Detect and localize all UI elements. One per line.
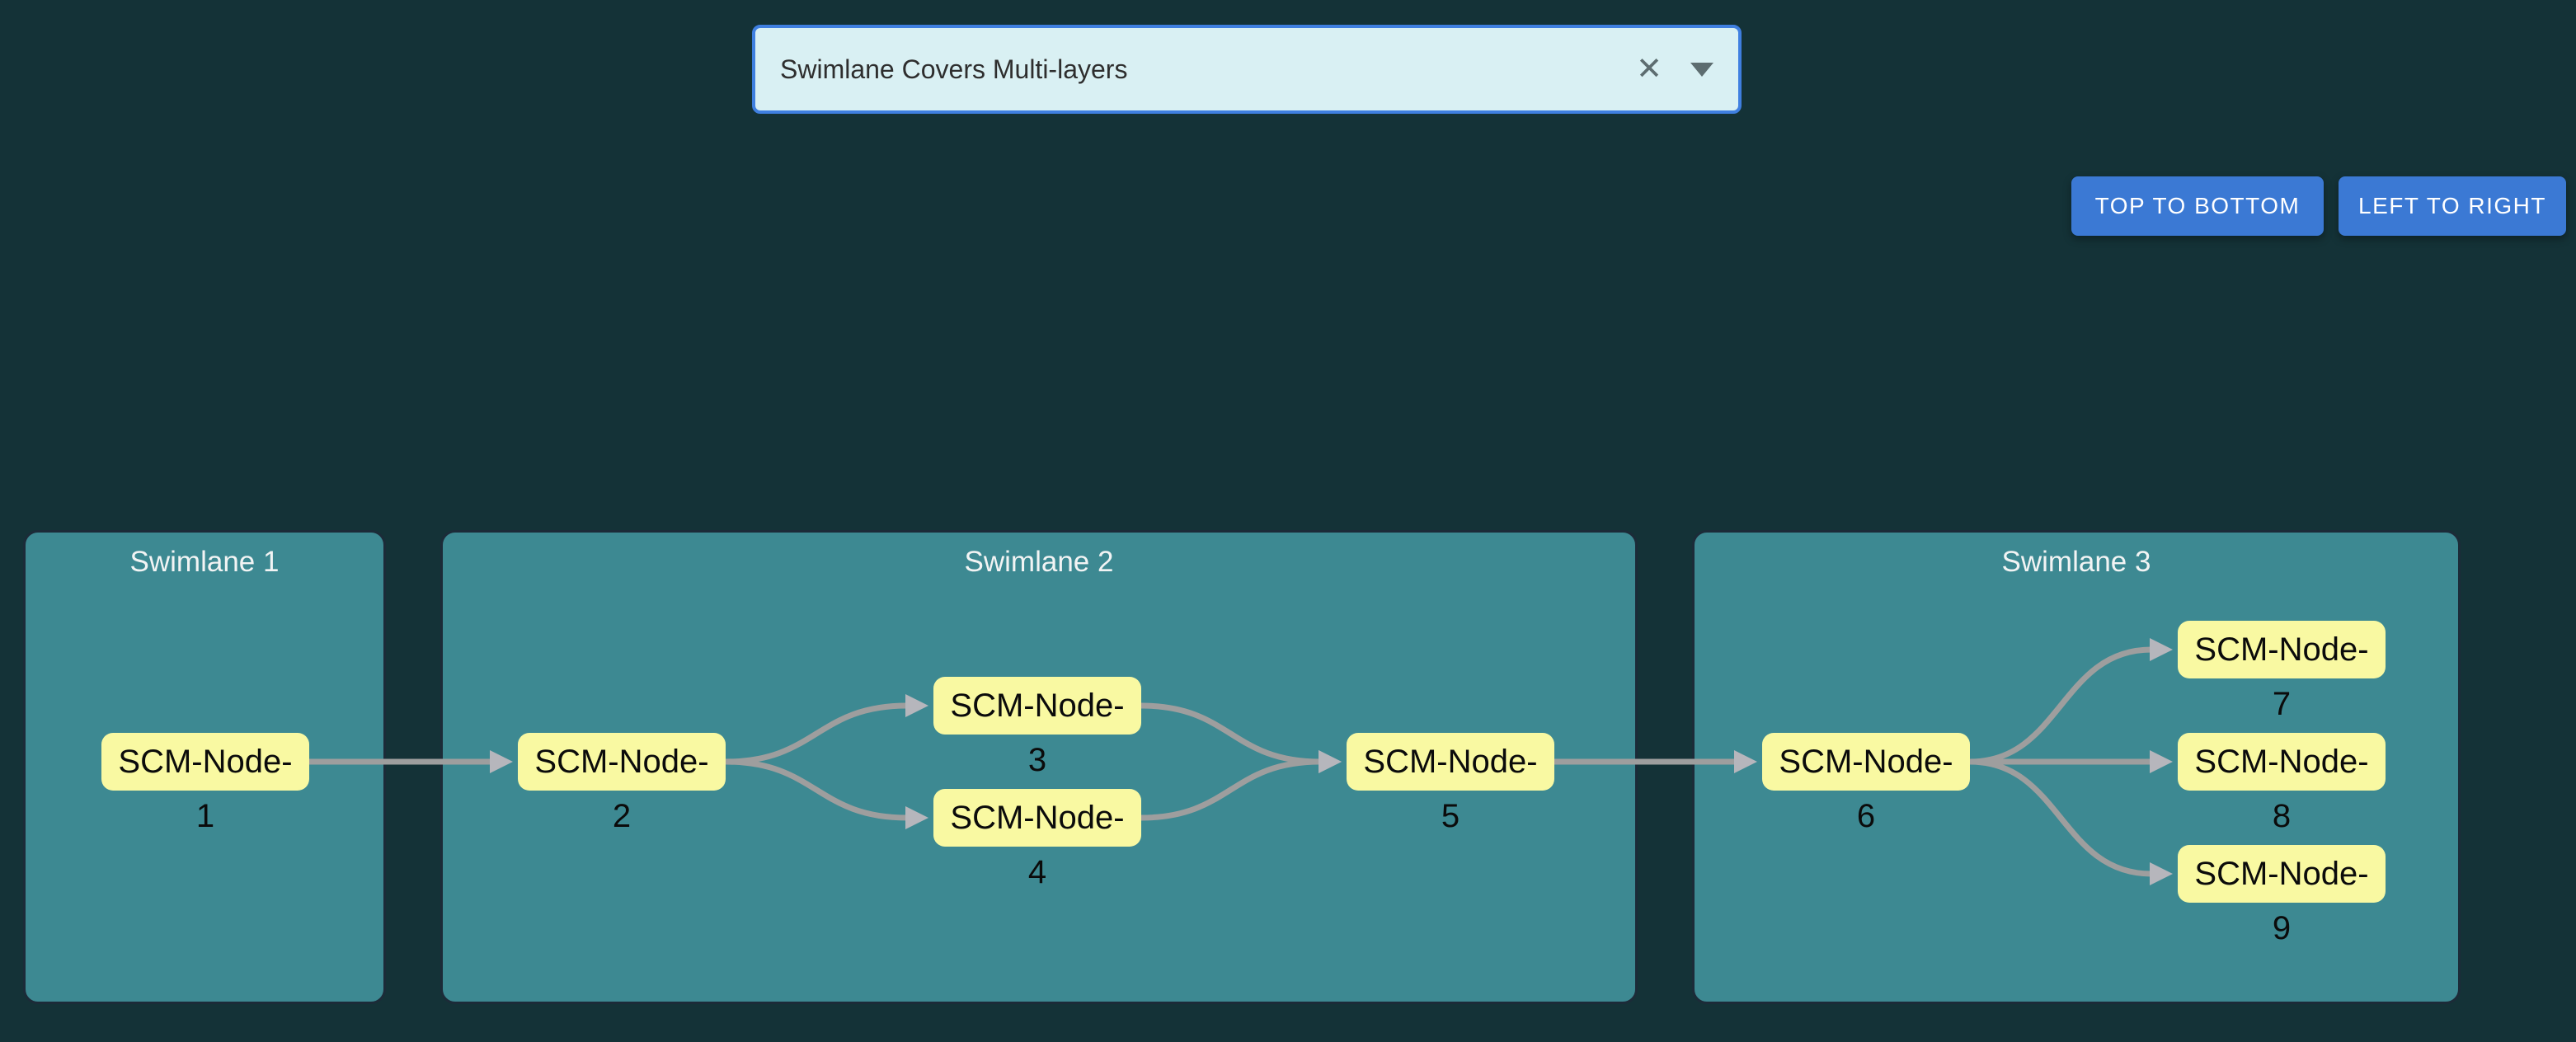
node-scm-node-8[interactable]: SCM-Node-8 [2178,733,2386,834]
node-label: SCM-Node-5 [1363,744,1538,834]
clear-icon[interactable]: ✕ [1636,52,1662,87]
node-label: SCM-Node-8 [2194,744,2369,834]
swimlane-title: Swimlane 3 [2001,546,2151,578]
edge-scm-node-2-to-scm-node-4[interactable] [725,758,928,829]
edge-scm-node-2-to-scm-node-3[interactable] [725,694,928,765]
node-scm-node-6[interactable]: SCM-Node-6 [1762,733,1970,834]
edge-scm-node-6-to-scm-node-9[interactable] [1969,758,2173,885]
edge-scm-node-3-to-scm-node-5[interactable] [1140,702,1342,773]
node-scm-node-3[interactable]: SCM-Node-3 [933,677,1141,778]
node-label: SCM-Node-4 [950,800,1125,890]
node-scm-node-5[interactable]: SCM-Node-5 [1347,733,1554,834]
swimlane-title: Swimlane 2 [964,546,1114,578]
layout-select-value: Swimlane Covers Multi-layers [780,54,1128,84]
swimlane-title: Swimlane 1 [129,546,280,578]
node-label: SCM-Node-7 [2194,631,2369,722]
node-scm-node-4[interactable]: SCM-Node-4 [933,789,1141,890]
node-label: SCM-Node-3 [950,688,1125,778]
node-label: SCM-Node-2 [534,744,709,834]
node-scm-node-7[interactable]: SCM-Node-7 [2178,621,2386,722]
edge-scm-node-6-to-scm-node-7[interactable] [1969,638,2173,765]
node-label: SCM-Node-1 [118,744,293,834]
select-icons: ✕ [1636,54,1738,85]
node-scm-node-9[interactable]: SCM-Node-9 [2178,845,2386,946]
left-to-right-button[interactable]: LEFT TO RIGHT [2339,176,2566,236]
chevron-down-icon[interactable] [1690,62,1713,77]
edge-scm-node-4-to-scm-node-5[interactable] [1140,750,1342,821]
top-to-bottom-button[interactable]: TOP TO BOTTOM [2071,176,2324,236]
layout-select[interactable]: Swimlane Covers Multi-layers ✕ [752,25,1742,114]
node-label: SCM-Node-6 [1779,744,1953,834]
node-scm-node-1[interactable]: SCM-Node-1 [101,733,309,834]
node-scm-node-2[interactable]: SCM-Node-2 [518,733,726,834]
node-label: SCM-Node-9 [2194,856,2369,946]
